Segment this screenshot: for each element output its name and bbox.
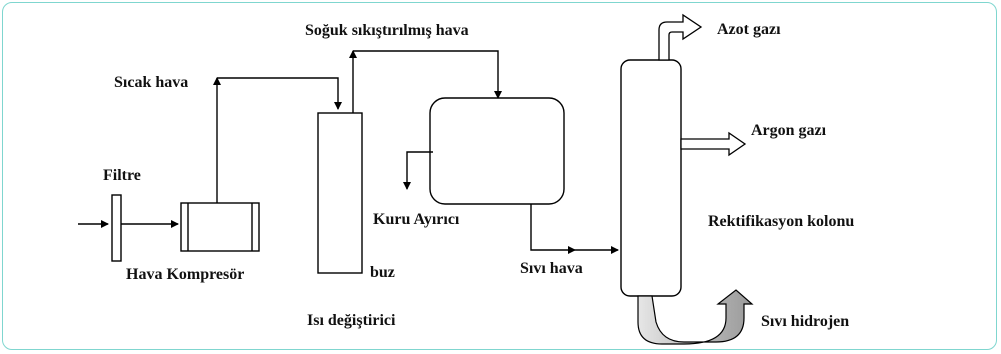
air-compressor	[180, 202, 260, 252]
liquid-hydrogen-outlet-arrow	[637, 289, 754, 345]
filter	[111, 194, 122, 262]
diagram-frame	[2, 2, 997, 350]
cold-air-to-separator-line	[353, 50, 502, 99]
heat-exchanger	[317, 112, 363, 274]
label-rectification-column: Rektifikasyon kolonu	[708, 213, 854, 230]
label-nitrogen-gas: Azot gazı	[717, 21, 781, 38]
nitrogen-outlet-arrow	[658, 13, 703, 61]
rectification-column	[620, 59, 682, 297]
label-cold-compressed-air: Soğuk sıkıştırılmış hava	[305, 22, 469, 39]
separator-drain-line	[403, 151, 433, 190]
label-liquid-hydrogen: Sıvı hidrojen	[761, 313, 849, 330]
hot-air-to-exchanger-line	[217, 77, 342, 110]
argon-outlet-arrow	[680, 131, 747, 157]
label-ice: buz	[370, 264, 395, 281]
label-heat-exchanger: Isı değiştirici	[307, 312, 396, 329]
dry-separator	[429, 97, 565, 205]
label-liquid-air: Sıvı hava	[520, 260, 583, 277]
label-filter: Filtre	[103, 167, 141, 184]
label-compressor: Hava Kompresör	[126, 266, 244, 283]
label-argon-gas: Argon gazı	[751, 122, 827, 139]
liquid-air-line	[530, 204, 576, 254]
label-hot-air: Sıcak hava	[114, 74, 188, 91]
label-dry-separator: Kuru Ayırıcı	[373, 211, 460, 228]
